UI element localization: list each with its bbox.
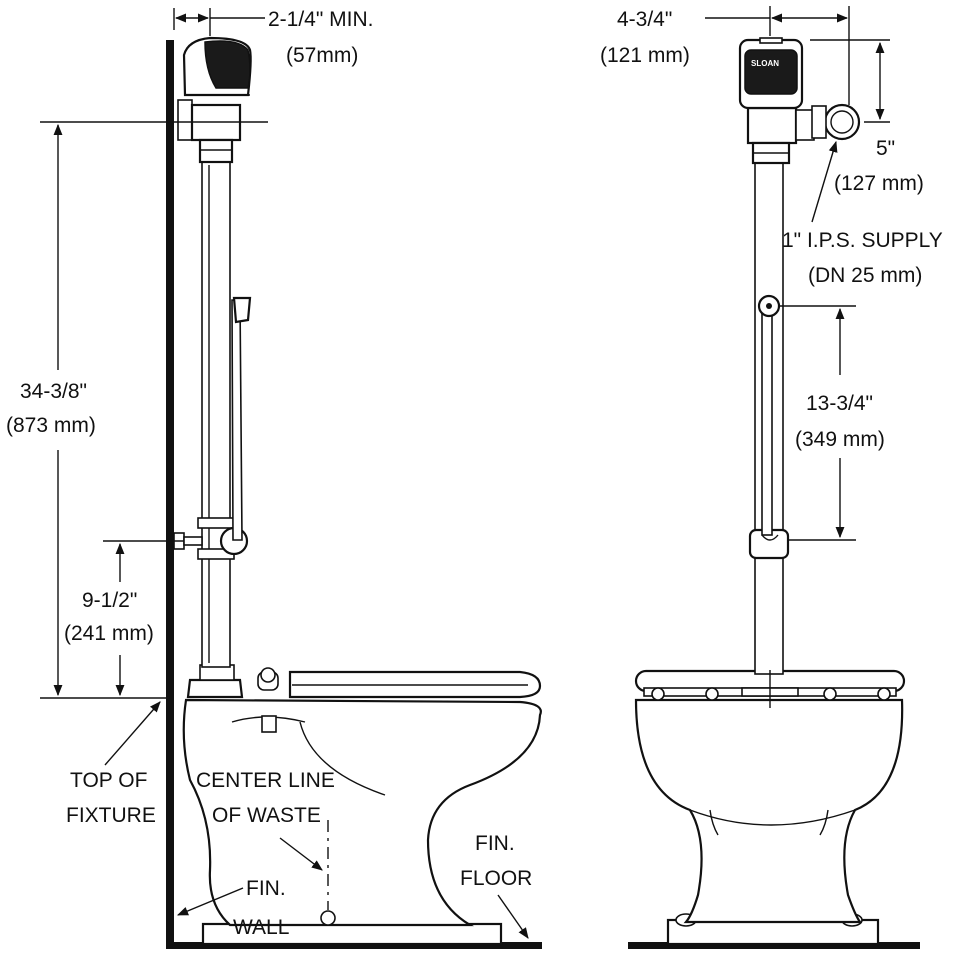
tube-length-mm-label: (349 mm): [795, 428, 885, 451]
handle-rod: [231, 299, 243, 541]
top-of-fixture-label-2: FIXTURE: [66, 804, 156, 827]
front-handle-center: [766, 303, 772, 309]
front-bowl-crease-right: [819, 809, 829, 836]
width-mm-label: (121 mm): [600, 44, 690, 67]
spud-flange: [186, 678, 244, 699]
stop-coupling-top: [197, 517, 235, 529]
offset-label: 5": [876, 137, 895, 160]
front-bowl: [634, 698, 904, 924]
floor-bolt: [320, 910, 336, 926]
front-base: [666, 918, 880, 946]
supply-leader: [811, 140, 838, 223]
fin-wall-label-2: WALL: [233, 916, 289, 939]
wall-clearance-label: 2-1/4" MIN.: [268, 8, 373, 31]
height-supply-label: 34-3/8": [20, 380, 87, 403]
bolt-nut: [261, 715, 277, 733]
fin-floor-leader: [497, 894, 529, 939]
fin-floor-label-2: FLOOR: [460, 867, 532, 890]
front-sensor-window: [744, 49, 798, 95]
seat-bumper-3: [823, 687, 837, 701]
finished-floor: [166, 942, 542, 949]
brand-logo: SLOAN: [751, 59, 779, 68]
supply-mm-label: (DN 25 mm): [808, 264, 922, 287]
tube-length-label: 13-3/4": [806, 392, 873, 415]
top-of-fixture-label-1: TOP OF: [70, 769, 147, 792]
top-of-fixture-leader: [104, 701, 161, 766]
front-stop-detail: [761, 534, 779, 541]
supply-inlet: [823, 103, 861, 141]
supply-escutcheon: [177, 99, 193, 141]
fin-floor-label-1: FIN.: [475, 832, 515, 855]
hinge-knob: [260, 667, 276, 683]
handle-grip: [232, 296, 252, 324]
side-view: 2-1/4" MIN. (57mm) 34-3/8" (873 mm) 9-1/…: [6, 8, 542, 949]
supply-coupling: [811, 105, 827, 139]
flush-tube: [201, 161, 231, 668]
seat-bumper-4: [877, 687, 891, 701]
finished-wall: [166, 40, 174, 945]
wall-clearance-mm-label: (57mm): [286, 44, 358, 67]
sensor-window: [204, 40, 251, 89]
fin-wall-label-1: FIN.: [246, 877, 286, 900]
height-stop-mm-label: (241 mm): [64, 622, 154, 645]
front-view: SLOAN 4-3/4" (121 mm) 5" (127 mm) 1" I.P…: [600, 6, 943, 949]
supply-inlet-inner: [830, 110, 854, 134]
center-line-leader: [279, 837, 323, 871]
seat-bumper-1: [651, 687, 665, 701]
center-line-label-1: CENTER LINE: [196, 769, 335, 792]
seat-bumper-2: [705, 687, 719, 701]
supply-label: 1" I.P.S. SUPPLY: [782, 229, 943, 252]
height-stop-label: 9-1/2": [82, 589, 137, 612]
front-bowl-waist: [689, 809, 856, 826]
width-label: 4-3/4": [617, 8, 672, 31]
center-line-label-2: OF WASTE: [212, 804, 321, 827]
front-sensor-top: [759, 37, 783, 44]
bowl-trap-curve: [299, 721, 386, 796]
valve-coupling: [198, 138, 234, 164]
height-supply-mm-label: (873 mm): [6, 414, 96, 437]
toilet-bowl-side: [182, 698, 542, 927]
fin-wall-leader: [176, 887, 244, 916]
stop-nipple: [183, 536, 203, 546]
front-bowl-crease-left: [709, 809, 719, 836]
front-floor: [628, 942, 920, 949]
offset-mm-label: (127 mm): [834, 172, 924, 195]
front-handle-rod: [761, 309, 773, 536]
front-valve-body: [746, 106, 798, 145]
